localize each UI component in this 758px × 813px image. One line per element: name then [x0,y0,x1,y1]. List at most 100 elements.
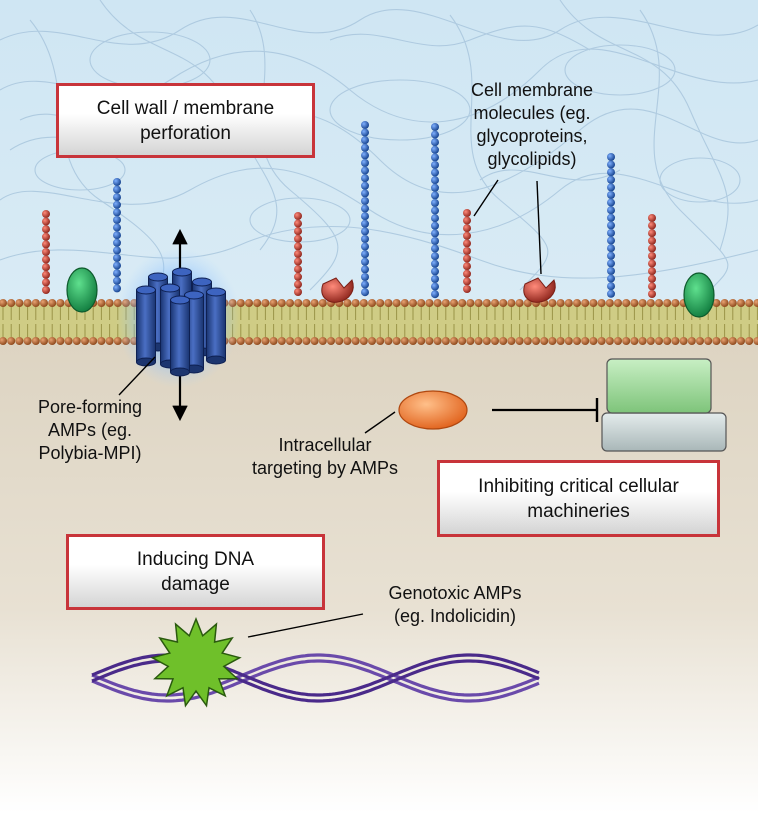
lipid-head [614,299,622,307]
glycoprotein-bead [113,276,121,285]
lipid-head [737,299,745,307]
glycoprotein-bead [431,206,439,215]
glycoprotein-bead [431,221,439,230]
lipid-head [630,337,639,345]
pore-helix [136,285,156,367]
glycoprotein-bead [113,208,121,217]
glycolipid-bead [294,250,302,258]
lipid-head [376,299,385,307]
glycoprotein-bead [361,273,369,281]
lipid-head [712,299,721,307]
glycolipid-bead [463,285,471,293]
glycoprotein-bead [361,121,369,129]
glycoprotein-bead [113,178,121,186]
glycoprotein-bead [361,227,369,236]
leader-membrane-receptor [536,180,542,275]
genotoxic-amp-star [150,616,242,708]
glycolipid-bead [463,209,471,217]
glycoprotein-bead [431,259,439,268]
glycolipid-bead [42,210,50,218]
glycolipid-bead [42,270,50,279]
glycolipid-bead [294,280,302,289]
glycoprotein-bead [431,267,439,276]
lipid-head [589,337,598,345]
glycoprotein-bead [361,235,369,243]
glycolipid-bead [648,244,656,253]
lipid-head [400,337,409,345]
lipid-head [728,337,737,345]
lipid-head [64,337,73,345]
lipid-head [737,337,745,345]
machinery-top [606,358,712,414]
lipid-head [7,337,16,345]
leader-lines [118,179,542,638]
glycoprotein-bead [607,289,615,298]
genotoxic-label: Genotoxic AMPs (eg. Indolicidin) [388,583,522,626]
lipid-head [573,337,581,345]
lipid-head [638,337,647,345]
lipid-head [581,337,590,345]
glycolipid-bead [648,290,656,298]
glycan-chain [42,210,50,294]
glycolipid-bead [294,288,302,296]
glycolipid-bead [463,254,471,263]
inhibiting-box: Inhibiting critical cellular machineries [437,460,720,537]
glycoprotein-bead [361,166,369,175]
lipid-head [294,299,303,307]
glycoprotein-bead [607,259,615,268]
glycoprotein-bead [361,242,369,251]
glycoprotein-bead [607,160,615,169]
glycolipid-bead [294,265,302,274]
lipid-head [458,299,467,307]
glycan-chain [294,212,302,296]
lipid-head [417,337,426,345]
lipid-head [286,337,294,345]
glycolipid-bead [648,214,656,222]
glycoprotein-bead [431,244,439,253]
lipid-head [318,299,327,307]
glycoprotein-bead [113,284,121,293]
glycoprotein-bead [361,280,369,289]
bilayer-tails [0,303,758,341]
glycoprotein-bead [431,214,439,223]
glycoprotein-bead [431,138,439,147]
lipid-head [540,337,549,345]
lipid-head [368,299,376,307]
lipid-head [679,337,688,345]
glycoprotein-bead [361,159,369,167]
glycoprotein-bead [431,290,439,299]
lipid-head [310,337,319,345]
glycolipid-bead [294,242,302,251]
lipid-head [630,299,639,307]
lipid-head [491,299,499,307]
lipid-head [515,299,524,307]
glycolipid-bead [648,282,656,291]
leader-genotoxic [247,613,364,638]
glycoprotein-bead [431,275,439,283]
lipid-head [638,299,647,307]
glycolipid-bead [42,240,50,249]
lipid-head [753,299,758,307]
lipid-head [31,299,40,307]
glycan-chain [463,209,471,293]
glycoprotein-bead [361,181,369,190]
lipid-head [499,299,508,307]
glycolipid-bead [463,262,471,271]
glycolipid-bead [42,225,50,234]
lipid-head [548,299,557,307]
glycolipid-bead [463,224,471,233]
lipid-head [622,299,631,307]
lipid-head [310,299,319,307]
lipid-head [245,337,253,345]
lipid-head [277,299,286,307]
lipid-head [327,337,335,345]
lipid-head [23,299,32,307]
membrane-receptor-left [321,277,354,303]
leader-intracellular [364,411,396,434]
glycoprotein-bead [361,204,369,213]
lipid-head [15,337,24,345]
glycan-chain [607,153,615,298]
lipid-head [614,337,622,345]
glycoprotein-bead [431,191,439,200]
